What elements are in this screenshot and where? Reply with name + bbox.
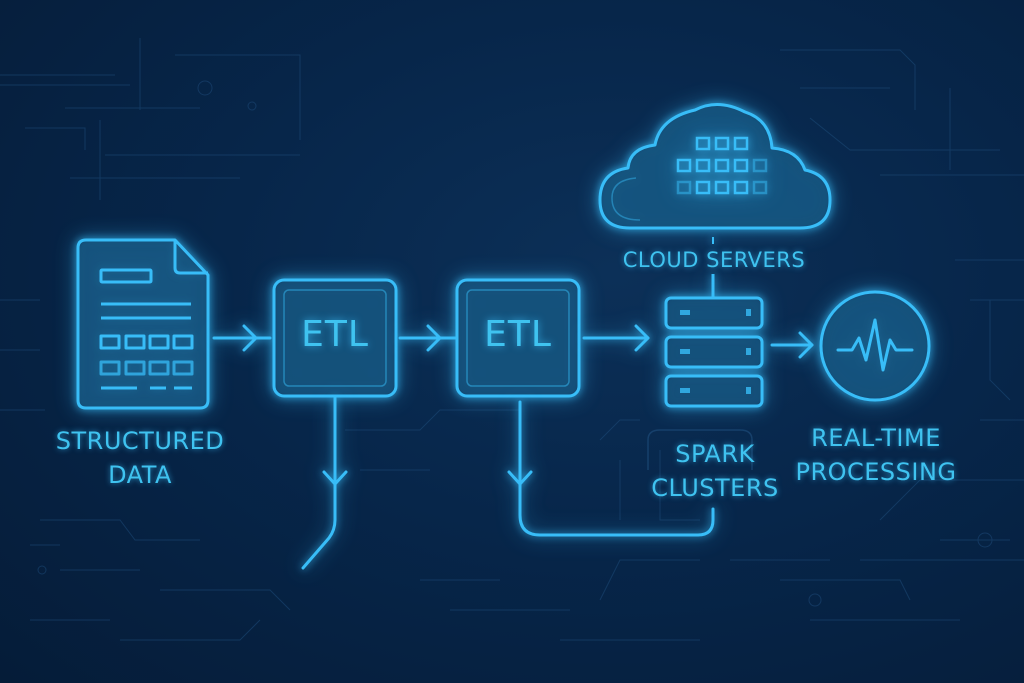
server-leds	[680, 309, 751, 394]
structured-data-label-line2: DATA	[108, 461, 172, 489]
arrow-etl2-down-to-spark	[507, 400, 715, 537]
spark-clusters-label-line1: SPARK	[675, 440, 755, 468]
spark-clusters-label-line2: CLUSTERS	[651, 474, 779, 502]
arrow-etl1-to-etl2	[398, 324, 457, 352]
server-rack-icon	[664, 296, 764, 408]
etl-1-label: ETL	[301, 314, 369, 355]
structured-data-label-line1: STRUCTURED	[55, 427, 225, 455]
real-time-label-line2: PROCESSING	[795, 458, 957, 486]
etl-box-2	[455, 278, 581, 398]
cloud-server-grid	[676, 136, 768, 195]
arrow-etl1-down	[301, 396, 348, 570]
arrow-spark-to-realtime	[770, 331, 814, 359]
spark-label-frame	[647, 429, 753, 470]
spark-clusters-label: SPARK CLUSTERS	[630, 437, 800, 505]
document-icon	[76, 238, 210, 410]
real-time-processing-label: REAL-TIME PROCESSING	[790, 421, 962, 489]
arrow-doc-to-etl1	[212, 324, 272, 352]
arrow-etl2-to-spark	[582, 324, 650, 352]
etl-box-1	[272, 278, 398, 398]
real-time-label-line1: REAL-TIME	[811, 424, 941, 452]
etl-2-label: ETL	[484, 314, 552, 355]
circuit-background	[0, 38, 1024, 641]
cloud-servers-label: CLOUD SERVERS	[622, 248, 806, 272]
pulse-icon	[819, 290, 931, 402]
structured-data-label: STRUCTURED DATA	[40, 424, 240, 492]
